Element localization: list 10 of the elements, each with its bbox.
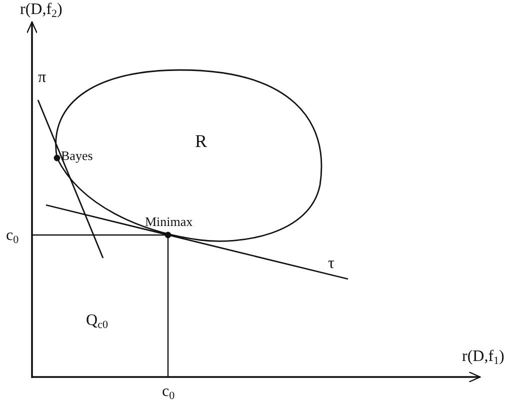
region-label: Q$_{c0}$ — [86, 313, 108, 331]
line-label: τ — [328, 256, 334, 272]
tick-label: c$_{0}$ — [162, 384, 175, 402]
line-label: π — [38, 70, 46, 86]
tick-label: c$_{0}$ — [6, 228, 19, 246]
axis-label: r(D,f$_{2}$) — [20, 2, 62, 20]
point-label: Bayes — [61, 149, 93, 162]
region-label: R — [195, 132, 208, 150]
axis-label: r(D,f$_{1}$) — [462, 349, 504, 367]
point-label: Minimax — [145, 215, 193, 228]
